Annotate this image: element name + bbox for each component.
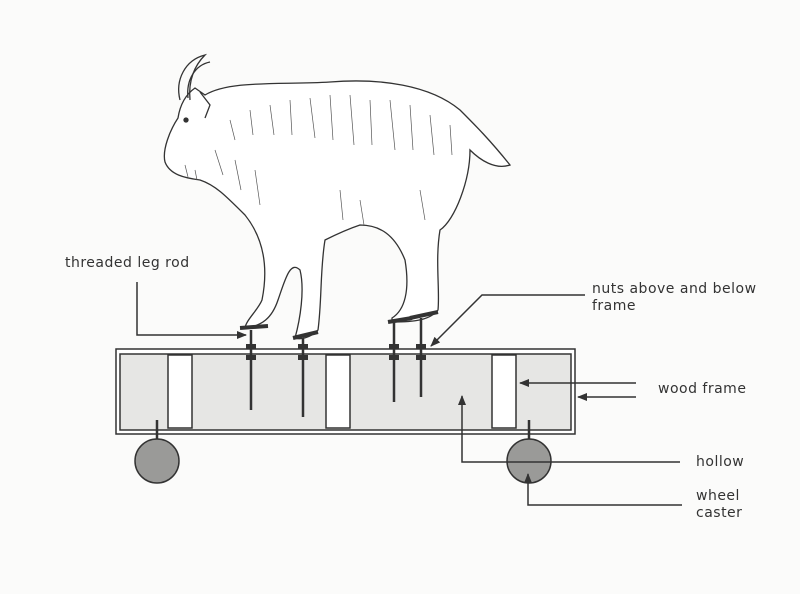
goat-illustration bbox=[163, 53, 512, 340]
leader-lines bbox=[136, 282, 682, 506]
hollow-slot bbox=[491, 354, 517, 429]
label-wheel-line1: wheel bbox=[696, 488, 740, 504]
hollow-slot bbox=[167, 354, 193, 429]
wheel-casters bbox=[134, 420, 552, 484]
label-wood-frame: wood frame bbox=[658, 381, 747, 397]
leg-rods bbox=[246, 318, 426, 417]
label-wheel-line2: caster bbox=[696, 505, 743, 521]
label-threaded-leg-rod: threaded leg rod bbox=[65, 255, 190, 271]
label-nuts-line2: frame bbox=[592, 298, 637, 314]
label-nuts-line1: nuts above and below bbox=[592, 281, 757, 297]
wood-frame bbox=[115, 348, 576, 435]
hollow-slot bbox=[325, 354, 351, 429]
label-hollow: hollow bbox=[696, 454, 745, 470]
